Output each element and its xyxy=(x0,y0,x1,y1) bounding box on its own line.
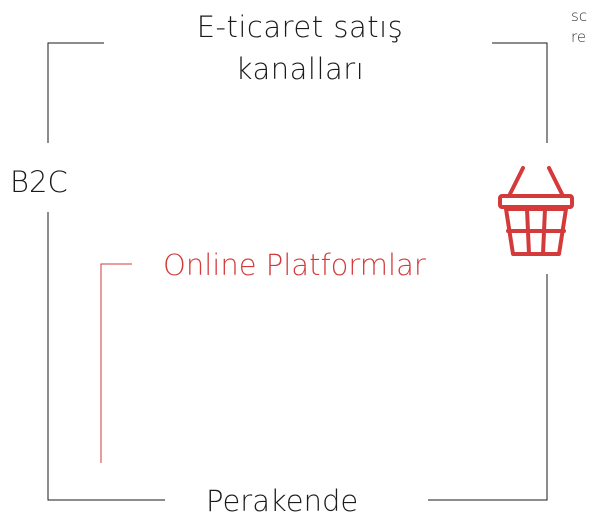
inner-bracket xyxy=(100,263,132,463)
online-platforms-label: Online Platformlar xyxy=(163,248,426,282)
retail-label: Perakende xyxy=(206,484,359,518)
shopping-basket-icon xyxy=(498,166,574,256)
title-line-1: E-ticaret satış xyxy=(196,10,404,44)
side-note-line-1: sc xyxy=(571,7,588,25)
title-line-2: kanalları xyxy=(235,52,365,86)
b2c-label: B2C xyxy=(10,165,68,199)
side-note: sc re xyxy=(571,6,587,48)
diagram-title: E-ticaret satış kanalları xyxy=(100,6,500,90)
frame-top-left xyxy=(47,42,104,143)
frame-top-right xyxy=(492,42,548,143)
side-note-line-2: re xyxy=(571,28,587,46)
frame-left-bottom xyxy=(47,212,165,501)
frame-right-bottom xyxy=(428,274,548,501)
